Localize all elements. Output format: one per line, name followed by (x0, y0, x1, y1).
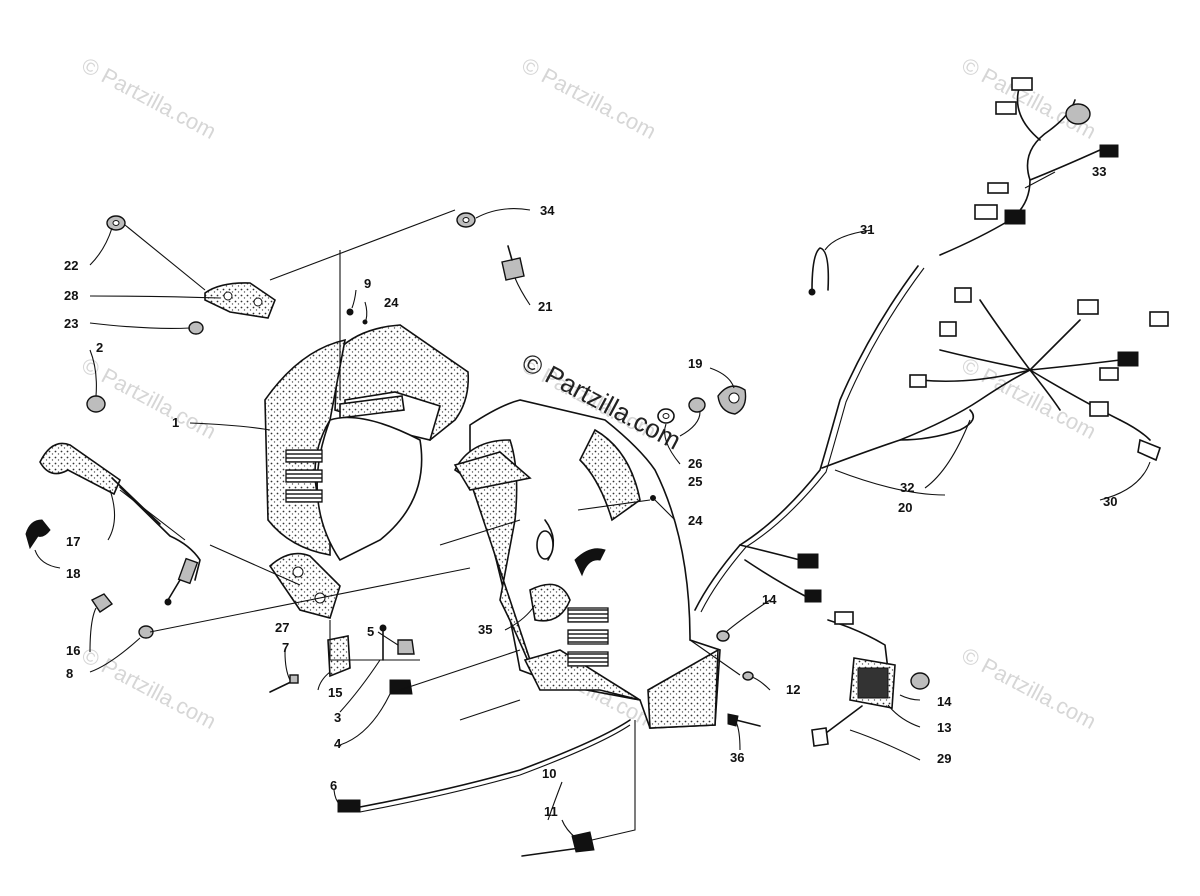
part-14-grommet (910, 672, 930, 690)
part-6-harness (337, 719, 631, 813)
part-label-33: 33 (1092, 164, 1106, 179)
part-label-19: 19 (688, 356, 702, 371)
part-label-30: 30 (1103, 494, 1117, 509)
part-19-ignition-switch (717, 385, 747, 415)
part-26-nut (688, 397, 706, 413)
part-10-pin (521, 847, 581, 857)
part-33-harness (939, 77, 1119, 256)
part-label-23: 23 (64, 316, 78, 331)
part-label-25: 25 (688, 474, 702, 489)
part-label-21: 21 (538, 299, 552, 314)
part-15-plate (327, 635, 351, 678)
part-28-bracket (204, 282, 276, 319)
part-label-13: 13 (937, 720, 951, 735)
assembly-lines (124, 209, 741, 841)
part-label-5: 5 (367, 624, 374, 639)
part-label-20: 20 (898, 500, 912, 515)
part-label-10: 10 (542, 766, 556, 781)
part-label-24a: 24 (384, 295, 399, 310)
part-label-12: 12 (786, 682, 800, 697)
part-label-2: 2 (96, 340, 103, 355)
part-label-26: 26 (688, 456, 702, 471)
part-label-24b: 24 (688, 513, 703, 528)
part-label-18: 18 (66, 566, 80, 581)
leader-lines (34, 171, 1151, 839)
part-label-16: 16 (66, 643, 80, 658)
part-label-28: 28 (64, 288, 78, 303)
part-label-8: 8 (66, 666, 73, 681)
part-label-32: 32 (900, 480, 914, 495)
part-label-34: 34 (540, 203, 555, 218)
part-21-switch (501, 245, 525, 281)
part-label-1: 1 (172, 415, 179, 430)
part-20-main-harness (694, 265, 1169, 613)
part-32-wire (899, 409, 975, 441)
part-label-15: 15 (328, 685, 342, 700)
part-label-14b: 14 (937, 694, 952, 709)
part-label-36: 36 (730, 750, 744, 765)
part-31-ground-wire (808, 247, 830, 296)
part-11-clip (571, 831, 595, 853)
watermark: © Partzilla.com (958, 642, 1101, 734)
part-22-nut (106, 215, 126, 231)
part-label-11: 11 (544, 804, 558, 819)
part-12-washer (742, 671, 754, 681)
console-left-panel (264, 324, 470, 562)
part-23-nut (188, 321, 204, 335)
part-18-lever (25, 519, 51, 550)
part-24-screw (346, 308, 656, 501)
console-right-panel (453, 399, 721, 729)
watermark: © Partzilla.com (78, 642, 221, 734)
part-7-pin (269, 674, 299, 693)
part-3-pin (379, 624, 387, 661)
part-label-35: 35 (478, 622, 492, 637)
part-25-washer (657, 408, 675, 424)
part-label-29: 29 (937, 751, 951, 766)
part-label-31: 31 (860, 222, 874, 237)
part-14-grommet (716, 630, 730, 642)
part-4-switch (389, 679, 413, 695)
part-2-bushing (86, 395, 106, 413)
part-label-17: 17 (66, 534, 80, 549)
part-label-3: 3 (334, 710, 341, 725)
part-36-bolt (727, 713, 761, 727)
part-34-nut (456, 212, 476, 228)
part-label-7: 7 (282, 640, 289, 655)
part-27-plate (268, 552, 341, 619)
part-30-connector (1119, 419, 1161, 462)
part-13-regulator (827, 611, 896, 709)
part-label-27: 27 (275, 620, 289, 635)
part-17-throttle-assembly (39, 442, 201, 606)
watermark: © Partzilla.com (518, 52, 661, 144)
part-8-nut (138, 625, 154, 639)
part-label-6: 6 (330, 778, 337, 793)
part-5-clip (397, 639, 415, 655)
part-label-22: 22 (64, 258, 78, 273)
part-label-14a: 14 (762, 592, 777, 607)
part-label-4: 4 (334, 736, 342, 751)
watermark: © Partzilla.com (78, 52, 221, 144)
part-number-labels: 1 2 3 4 5 6 7 8 9 10 11 12 13 14 14 15 1… (64, 164, 1117, 819)
part-label-9: 9 (364, 276, 371, 291)
part-16-clip (90, 593, 114, 613)
part-29-bolt (811, 705, 863, 747)
